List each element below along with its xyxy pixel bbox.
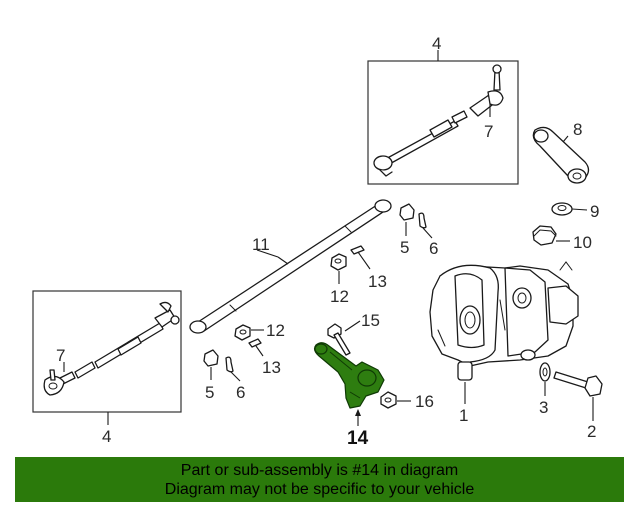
callout-5-top: 5: [400, 238, 409, 257]
callout-14: 14: [347, 428, 369, 449]
callout-7-left: 7: [56, 346, 65, 365]
part-12-top: [330, 253, 347, 284]
part-15-bolt: [327, 320, 361, 356]
part-2-bolt: [553, 371, 603, 421]
part-12-bottom: [234, 324, 264, 341]
callout-10: 10: [573, 233, 592, 252]
part-8-arm: [532, 126, 590, 184]
part-6-bottom: [225, 356, 241, 382]
part-3-washer: [539, 362, 551, 396]
callout-9: 9: [590, 202, 599, 221]
callout-6-top: 6: [429, 239, 438, 258]
callout-2: 2: [587, 422, 596, 441]
inset-box-top: [367, 50, 519, 185]
callout-12-top: 12: [330, 287, 349, 306]
callout-13-top: 13: [368, 272, 387, 291]
callout-3: 3: [539, 398, 548, 417]
part-16-nut: [380, 391, 411, 409]
banner-line-2: Diagram may not be specific to your vehi…: [164, 481, 475, 498]
callout-16: 16: [415, 392, 434, 411]
callout-1: 1: [459, 406, 468, 425]
tie-rod-assembly-left: [43, 301, 180, 396]
part-11-center-link: [189, 199, 392, 334]
callout-4-bottom: 4: [102, 427, 111, 446]
callout-13-bottom: 13: [262, 358, 281, 377]
callout-4-top: 4: [432, 34, 441, 53]
callout-8: 8: [573, 120, 582, 139]
part-5-bottom: [203, 349, 219, 380]
part-13-top: [350, 245, 371, 270]
tie-rod-assembly-top: [373, 64, 504, 177]
callout-6-bottom: 6: [236, 383, 245, 402]
callout-11: 11: [252, 235, 270, 254]
info-banner: Part or sub-assembly is #14 in diagram D…: [15, 457, 624, 502]
callout-7-top: 7: [484, 122, 493, 141]
part-10-nut: [532, 225, 570, 246]
part-9-washer: [551, 202, 588, 216]
part-13-bottom: [248, 338, 264, 357]
part-1-steering-gear: [429, 261, 579, 404]
callout-5-bottom: 5: [205, 383, 214, 402]
part-6-top: [418, 212, 433, 239]
inset-box-left: [32, 290, 182, 425]
part-5-top: [399, 203, 415, 236]
callout-12-bottom: 12: [266, 321, 285, 340]
banner-line-1: Part or sub-assembly is #14 in diagram: [180, 462, 459, 479]
callout-15: 15: [361, 311, 380, 330]
part-14-highlighted: [313, 342, 385, 426]
